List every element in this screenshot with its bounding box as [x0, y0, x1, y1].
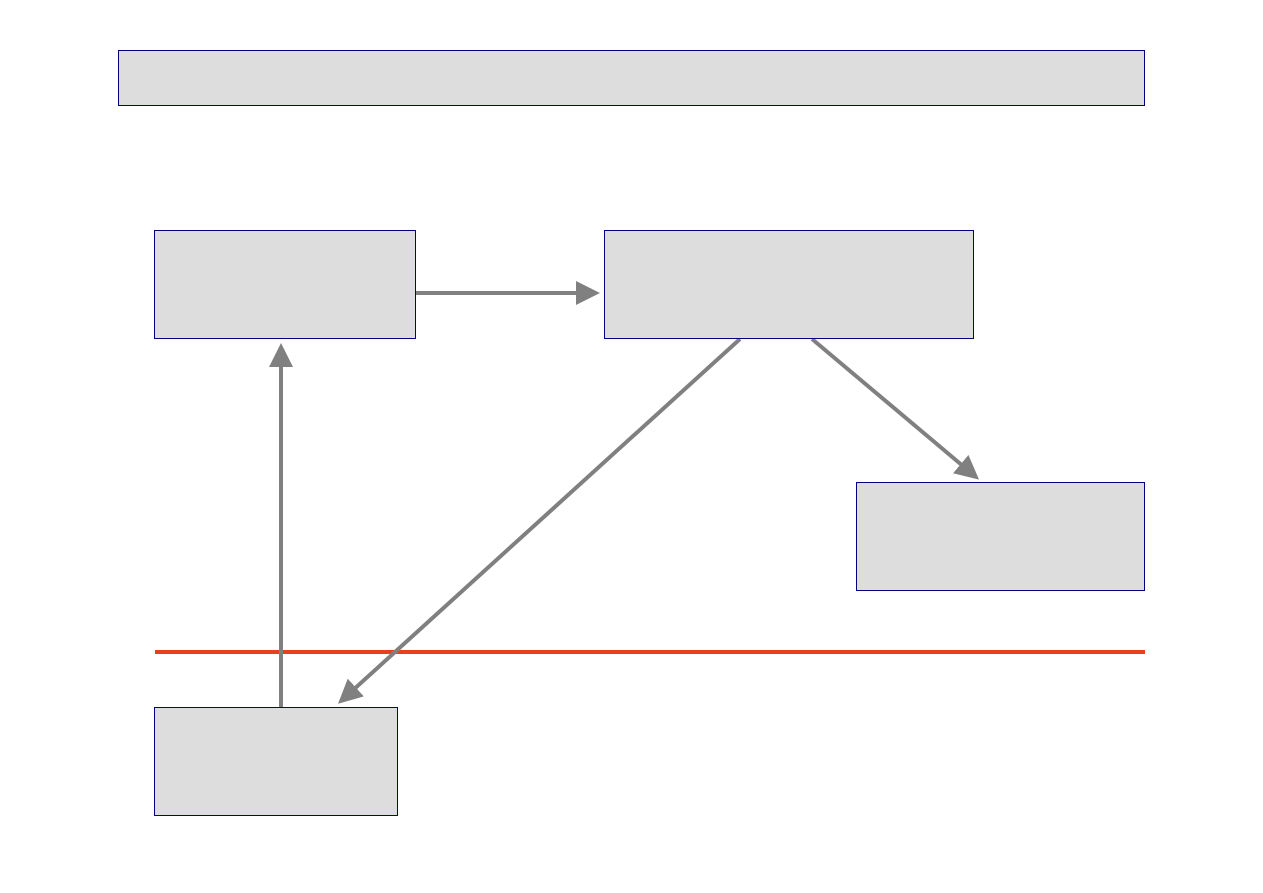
box-top-center: [604, 230, 974, 339]
box-right: [856, 482, 1145, 591]
arrow-topcenter-to-bottomleft: [338, 337, 742, 704]
title-bar: [118, 50, 1145, 106]
arrow-topcenter-to-right: [810, 337, 980, 480]
box-bottom-left: [154, 707, 398, 816]
box-top-left: [154, 230, 416, 339]
